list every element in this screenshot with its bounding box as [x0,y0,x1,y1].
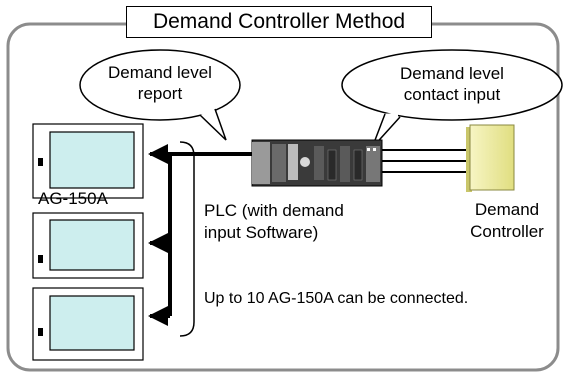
callout-left-line2: report [137,84,183,103]
plc-label-line2: input Software) [204,223,319,242]
callout-right-line1: Demand level [400,64,504,83]
terminal-label: AG-150A [38,189,108,208]
connection-note: Up to 10 AG-150A can be connected. [204,290,469,307]
terminal-2 [32,212,144,279]
diagram-title: Demand Controller Method [126,6,432,38]
callout-left-line1: Demand level [108,63,212,82]
contact-input-lines [382,149,470,173]
bus-connections [148,144,252,326]
terminal-3 [32,287,144,361]
demand-controller-cabinet [466,124,515,192]
controller-label-line1: Demand [474,200,540,219]
terminal-1 [32,123,144,199]
plc-label-line1: PLC (with demand [204,201,344,220]
callout-right-line2: contact input [403,85,501,104]
plc-unit [251,139,383,187]
controller-label-line2: Controller [470,222,544,241]
callout-bubble-left [79,49,241,141]
terminal-group-bracket [179,141,195,337]
